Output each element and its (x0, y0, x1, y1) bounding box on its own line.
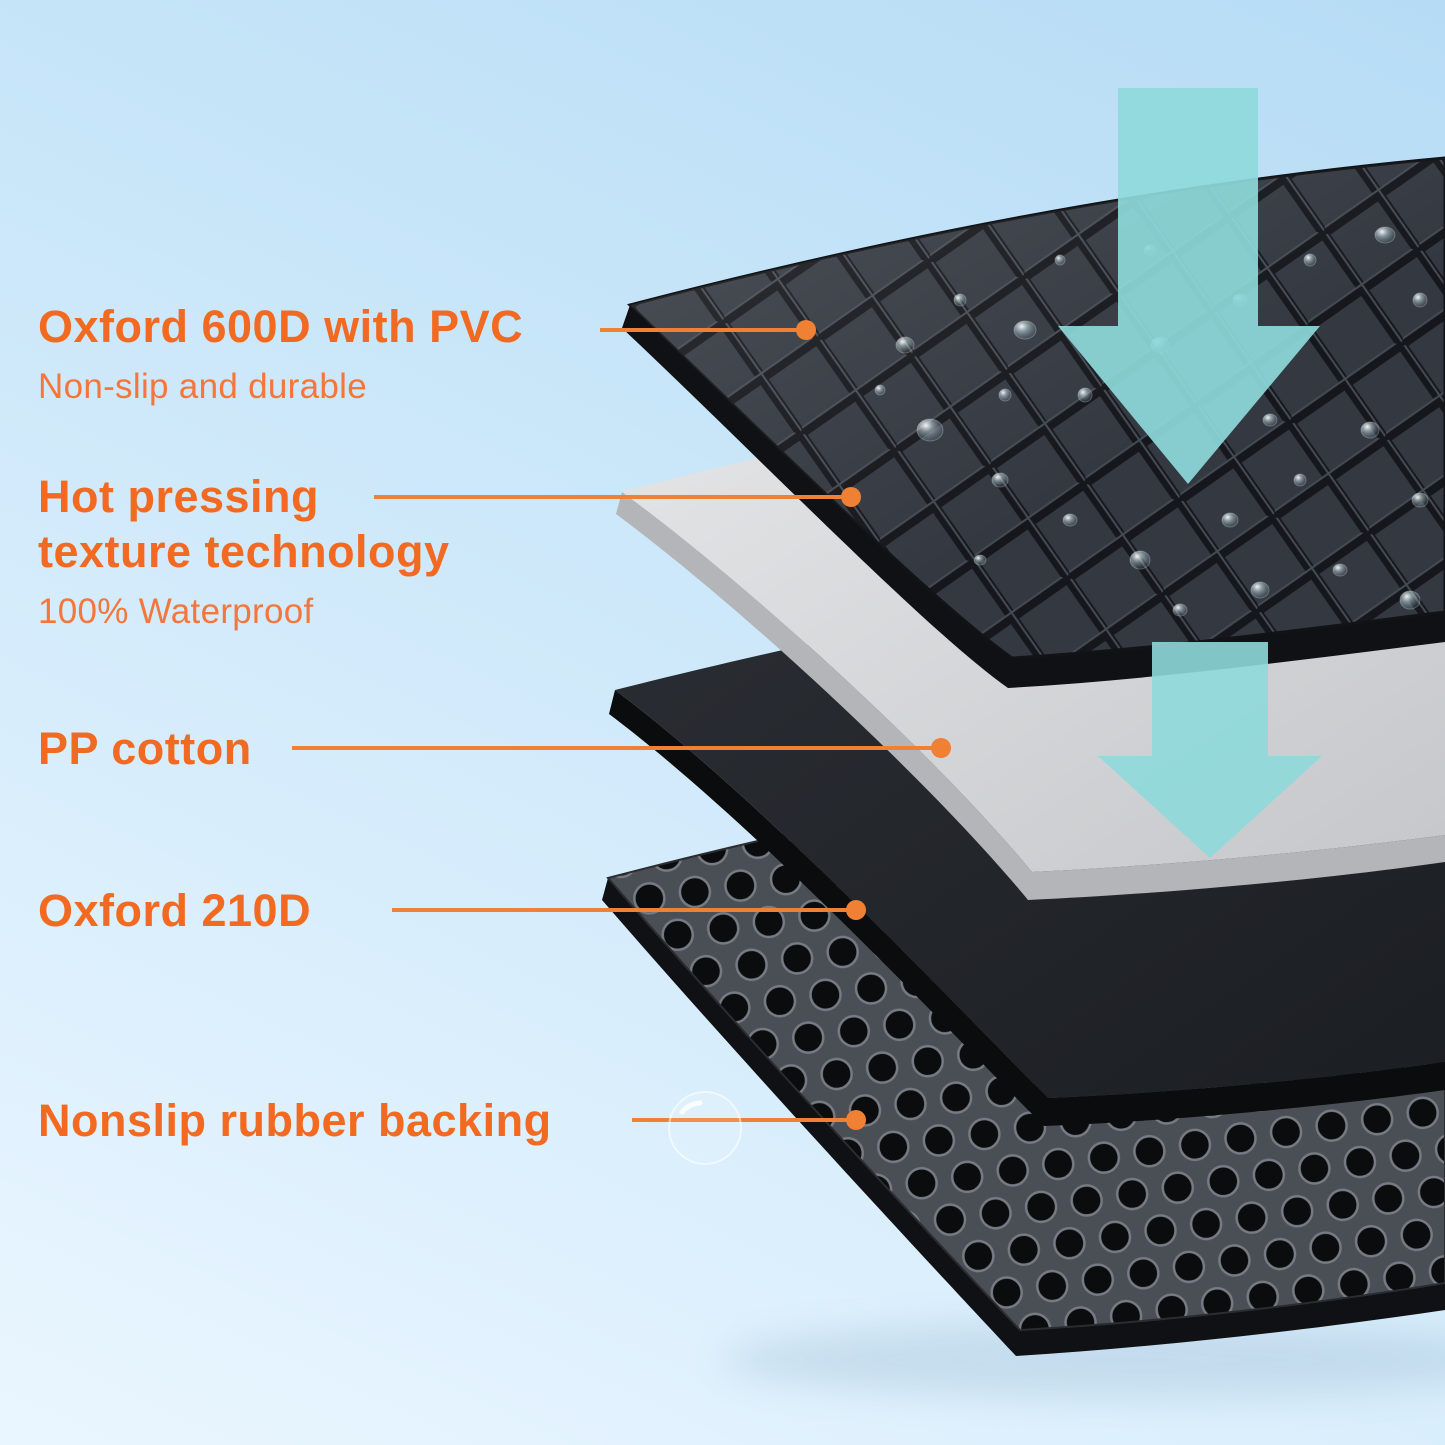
label-hot-pressing: Hot pressing texture technology 100% Wat… (38, 470, 450, 632)
callout-dot-oxford-210d (846, 900, 866, 920)
label-pp-cotton: PP cotton (38, 722, 252, 777)
down-arrow-icon-middle (1098, 642, 1322, 858)
label-hot-pressing-title-line1: Hot pressing (38, 471, 320, 522)
label-oxford-210d: Oxford 210D (38, 884, 311, 939)
label-hot-pressing-title-line2: texture technology (38, 525, 450, 577)
callout-oxford-600d (600, 320, 816, 340)
label-pp-cotton-title: PP cotton (38, 723, 252, 774)
ground-shadow (720, 1322, 1445, 1398)
callout-pp-cotton (292, 738, 951, 758)
callout-dot-pp-cotton (931, 738, 951, 758)
label-oxford-600d-subtitle: Non-slip and durable (38, 366, 367, 406)
callout-dot-hot-pressing (841, 487, 861, 507)
label-rubber-backing-title: Nonslip rubber backing (38, 1095, 552, 1146)
callout-dot-oxford-600d (796, 320, 816, 340)
callout-hot-pressing (374, 487, 861, 507)
label-hot-pressing-subtitle: 100% Waterproof (38, 591, 314, 631)
label-rubber-backing: Nonslip rubber backing (38, 1094, 552, 1149)
label-oxford-600d-title: Oxford 600D with PVC (38, 301, 524, 352)
callout-dot-rubber-backing (846, 1110, 866, 1130)
down-arrow-icon-top (1058, 88, 1320, 484)
bubble-icon (668, 1091, 742, 1165)
label-oxford-600d: Oxford 600D with PVC Non-slip and durabl… (38, 300, 523, 407)
callout-oxford-210d (392, 900, 866, 920)
label-oxford-210d-title: Oxford 210D (38, 885, 312, 936)
